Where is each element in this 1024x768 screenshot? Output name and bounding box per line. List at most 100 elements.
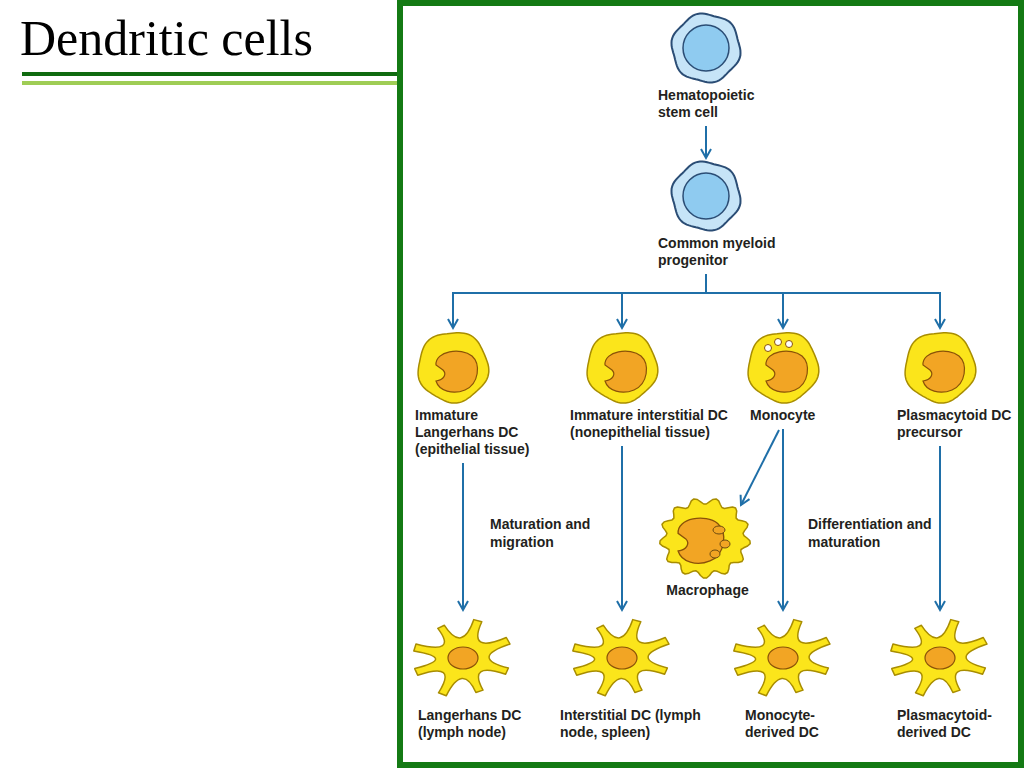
arrow-head (701, 149, 711, 158)
cell-membrane (414, 620, 510, 696)
cell-shape (570, 330, 730, 404)
title-rule-light (22, 81, 397, 85)
cell-illustration (651, 160, 761, 232)
cell-membrane (748, 333, 819, 403)
cell-node: Macrophage (655, 497, 760, 599)
cell-membrane (672, 162, 741, 231)
cell-membrane (587, 333, 658, 403)
arrow-head (778, 319, 788, 328)
cell-illustration (651, 12, 761, 84)
cell-node: Langerhans DC (lymph node) (418, 612, 543, 741)
cell-node: Interstitial DC (lymph node, spleen) (560, 612, 725, 741)
arrow-head (617, 601, 627, 610)
cell-label: Common myeloid progenitor (658, 235, 803, 269)
cell-membrane (418, 333, 489, 403)
cell-node: Plasmacytoid DC precursor (897, 330, 1012, 441)
cell-label: Monocyte (750, 407, 840, 424)
cell-label: Plasmacytoid DC precursor (897, 407, 1012, 441)
cell-node: Immature interstitial DC (nonepithelial … (570, 330, 730, 441)
arrow-connector (701, 126, 711, 158)
cell-nucleus (607, 647, 637, 669)
arrow-head (458, 601, 468, 610)
cell-nucleus (448, 647, 478, 669)
cell-shape (750, 330, 840, 404)
vesicle (775, 339, 782, 346)
title-rule-dark (22, 72, 397, 76)
arrow-head (778, 601, 788, 610)
arrow-connector (741, 430, 779, 505)
connector-line (621, 446, 623, 610)
cell-shape (658, 160, 803, 232)
arrow-head (935, 601, 945, 610)
cell-node: Common myeloid progenitor (658, 160, 803, 269)
cell-shape (745, 612, 845, 704)
cell-illustration (728, 330, 838, 404)
arrow-connector (617, 274, 706, 328)
vesicle (786, 341, 793, 348)
vesicle (765, 345, 772, 352)
cell-label: Macrophage (655, 582, 760, 599)
arrow-connector (448, 274, 706, 328)
arrow-connector (935, 446, 945, 610)
cell-illustration (885, 330, 995, 404)
connector-line (939, 446, 941, 610)
cell-label: Hematopoietic stem cell (658, 87, 783, 121)
cell-illustration (398, 330, 508, 404)
cell-nucleus (605, 351, 646, 392)
cell-membrane (672, 14, 741, 83)
cell-membrane (573, 620, 669, 696)
arrow-connector (617, 446, 627, 610)
phagosome (713, 526, 725, 534)
cell-shape (560, 612, 725, 704)
cell-label: Interstitial DC (lymph node, spleen) (560, 707, 725, 741)
arrow-connector (706, 274, 788, 328)
cell-label: Plasmacytoid-derived DC (897, 707, 1009, 741)
connector-line (705, 126, 707, 158)
cell-nucleus (436, 351, 477, 392)
connector-line (462, 463, 464, 610)
cell-node: Monocyte-derived DC (745, 612, 845, 741)
cell-shape (418, 612, 543, 704)
cell-shape (655, 497, 760, 579)
cell-shape (658, 12, 783, 84)
cell-illustration (885, 612, 995, 704)
cell-shape (897, 330, 1012, 404)
cell-label: Monocyte-derived DC (745, 707, 845, 741)
cell-membrane (891, 620, 987, 696)
phagosome (710, 550, 720, 558)
cell-nucleus (678, 518, 724, 563)
cell-illustration (567, 612, 677, 704)
cell-node: Monocyte (750, 330, 840, 424)
slide-title: Dendritic cells (20, 8, 313, 68)
cell-node: Plasmacytoid-derived DC (897, 612, 1009, 741)
cell-nucleus (683, 25, 729, 71)
cell-nucleus (766, 351, 807, 392)
arrow-head (448, 319, 458, 328)
phagosome (720, 540, 730, 548)
cell-illustration (408, 612, 518, 704)
cell-nucleus (925, 647, 955, 669)
cell-membrane (660, 499, 750, 578)
cell-label: Immature interstitial DC (nonepithelial … (570, 407, 730, 441)
cell-nucleus (923, 351, 964, 392)
arrow-connector (778, 429, 788, 610)
connector-line (706, 274, 783, 328)
cell-node: Immature Langerhans DC (epithelial tissu… (415, 330, 555, 458)
cell-shape (415, 330, 555, 404)
arrow-head (741, 495, 750, 505)
arrow-head (935, 319, 945, 328)
arrow-connector (706, 274, 945, 328)
connector-line (453, 274, 706, 328)
arrow-head (617, 319, 627, 328)
arrow-connector (458, 463, 468, 610)
cell-membrane (905, 333, 976, 403)
cell-illustration (567, 330, 677, 404)
cell-node: Hematopoietic stem cell (658, 12, 783, 121)
process-label: Differentiation and maturation (808, 515, 943, 551)
connector-line (622, 274, 706, 328)
cell-nucleus (683, 173, 729, 219)
cell-illustration (728, 612, 838, 704)
